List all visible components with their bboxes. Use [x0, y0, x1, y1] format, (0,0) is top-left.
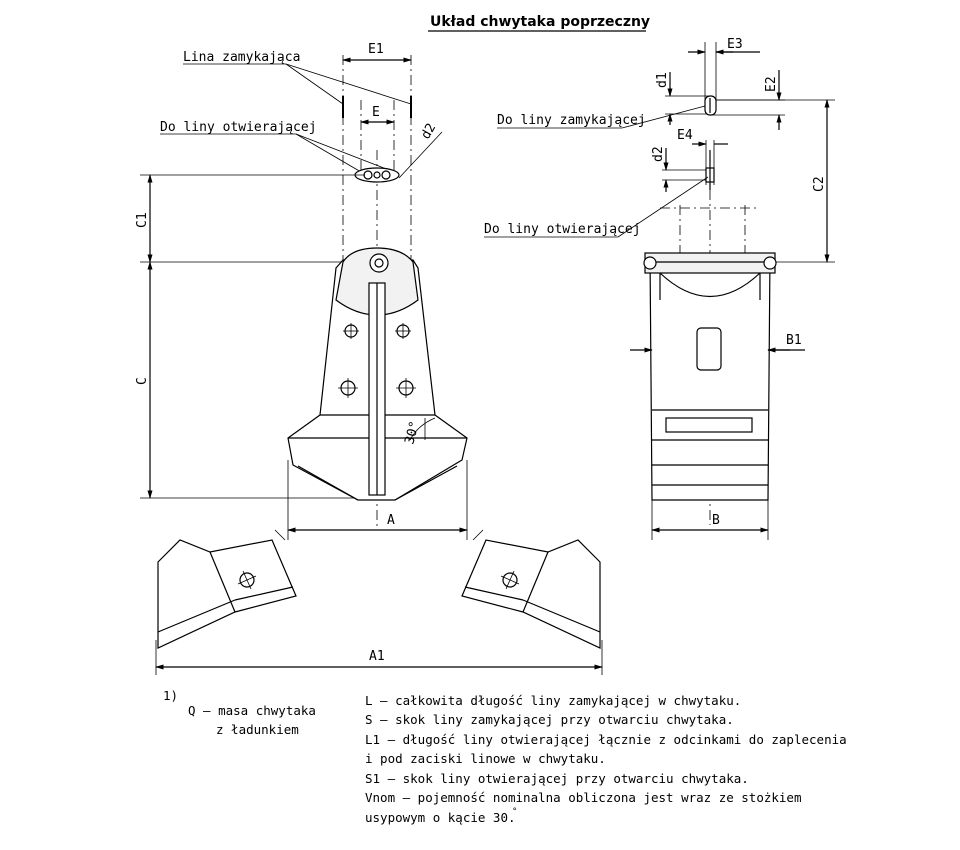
notes-block: 1) Q – masa chwytaka z ładunkiem L – cał… — [163, 688, 847, 825]
callout-do-liny-zamykajacej: Do liny zamykającej — [497, 113, 646, 128]
dim-E3: E3 — [727, 37, 743, 52]
footnote-marker: 1) — [163, 688, 178, 703]
note-q-line1: Q – masa chwytaka — [188, 703, 316, 718]
left-view: E1 E d2 Lina zamykająca Do liny otwieraj… — [135, 42, 468, 540]
note-q-line2: z ładunkiem — [216, 722, 299, 737]
dim-E: E — [372, 105, 380, 120]
dim-B: B — [712, 513, 720, 528]
right-view: E3 d1 E2 Do liny zamykającej E4 d2 — [484, 37, 835, 540]
dim-d2-right: d2 — [651, 146, 666, 162]
note-line: L – całkowita długość liny zamykającej w… — [365, 693, 741, 708]
open-jaws-view: A1 — [155, 529, 603, 675]
callout-lina-zamykajaca: Lina zamykająca — [183, 50, 300, 65]
callout-do-liny-otwierajacej-left: Do liny otwierającej — [160, 120, 317, 135]
dim-angle-30: 30° — [402, 419, 423, 446]
dim-d1: d1 — [655, 72, 670, 88]
dim-C: C — [135, 377, 150, 385]
dim-B1: B1 — [786, 333, 802, 348]
dim-d2-left: d2 — [418, 121, 439, 142]
note-line: S1 – skok liny otwierającej przy otwarci… — [365, 771, 749, 786]
dim-A: A — [387, 513, 395, 528]
note-degree-mark: ° — [512, 807, 517, 817]
dim-E4: E4 — [677, 128, 693, 143]
note-line: S – skok liny zamykającej przy otwarciu … — [365, 712, 734, 727]
dim-A1: A1 — [369, 649, 385, 664]
note-line: L1 – długość liny otwierającej łącznie z… — [365, 732, 847, 747]
note-line: usypowym o kącie 30. — [365, 810, 516, 825]
dim-E2: E2 — [764, 76, 779, 92]
dim-C1: C1 — [135, 212, 150, 228]
dim-C2: C2 — [812, 176, 827, 192]
note-line: Vnom – pojemność nominalna obliczona jes… — [365, 790, 802, 805]
callout-do-liny-otwierajacej-right: Do liny otwierającej — [484, 222, 641, 237]
drawing-title: Układ chwytaka poprzeczny — [430, 14, 650, 30]
dim-E1: E1 — [368, 42, 384, 57]
note-line: i pod zaciski linowe w chwytaku. — [365, 751, 606, 766]
